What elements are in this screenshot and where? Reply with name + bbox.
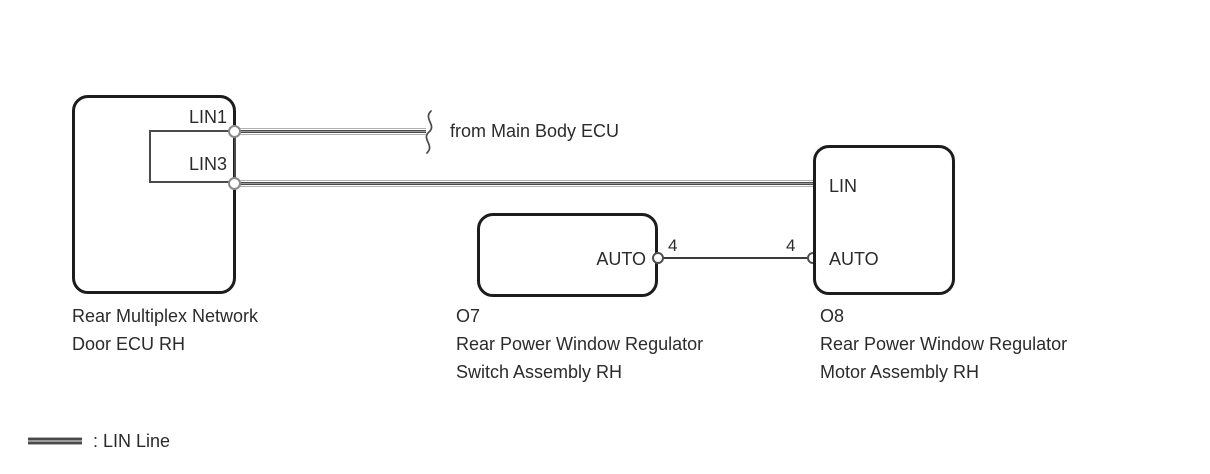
motor-caption-code: O8 xyxy=(820,306,845,326)
ecu-connector-rect xyxy=(149,130,236,183)
switch-caption-code: O7 xyxy=(456,306,481,326)
ecu-lin1-pin xyxy=(228,125,241,138)
motor-caption-line2: Motor Assembly RH xyxy=(820,362,980,382)
ecu-caption-line2: Door ECU RH xyxy=(72,334,186,354)
motor-pin-label-auto: AUTO xyxy=(829,249,879,269)
switch-terminal-number: 4 xyxy=(668,236,678,255)
legend-lin-line-sample xyxy=(28,437,82,445)
switch-caption-line2: Switch Assembly RH xyxy=(456,362,623,382)
ecu-caption: Rear Multiplex Network Door ECU RH xyxy=(72,302,258,358)
lin3-wire xyxy=(236,180,814,187)
ecu-pin-label-lin3: LIN3 xyxy=(188,154,227,174)
legend-lin-line-label: : LIN Line xyxy=(93,431,171,451)
ecu-pin-label-lin1: LIN1 xyxy=(188,107,227,127)
motor-pin-label-lin: LIN xyxy=(829,176,858,196)
motor-assembly-box xyxy=(813,145,955,295)
switch-pin-label-auto: AUTO xyxy=(596,249,646,269)
ecu-box xyxy=(72,95,236,294)
motor-terminal-number: 4 xyxy=(786,236,796,255)
switch-caption: O7 Rear Power Window Regulator Switch As… xyxy=(456,302,703,386)
motor-caption: O8 Rear Power Window Regulator Motor Ass… xyxy=(820,302,1067,386)
switch-caption-line1: Rear Power Window Regulator xyxy=(456,334,704,354)
switch-auto-pin xyxy=(652,252,664,264)
lin1-wire xyxy=(236,128,426,135)
switch-assembly-box xyxy=(477,213,658,297)
ecu-lin3-pin xyxy=(228,177,241,190)
wire-break-squiggle-icon xyxy=(425,110,433,154)
ecu-caption-line1: Rear Multiplex Network xyxy=(72,306,259,326)
auto-wire xyxy=(658,257,814,259)
motor-caption-line1: Rear Power Window Regulator xyxy=(820,334,1068,354)
from-main-body-ecu-label: from Main Body ECU xyxy=(450,121,620,141)
